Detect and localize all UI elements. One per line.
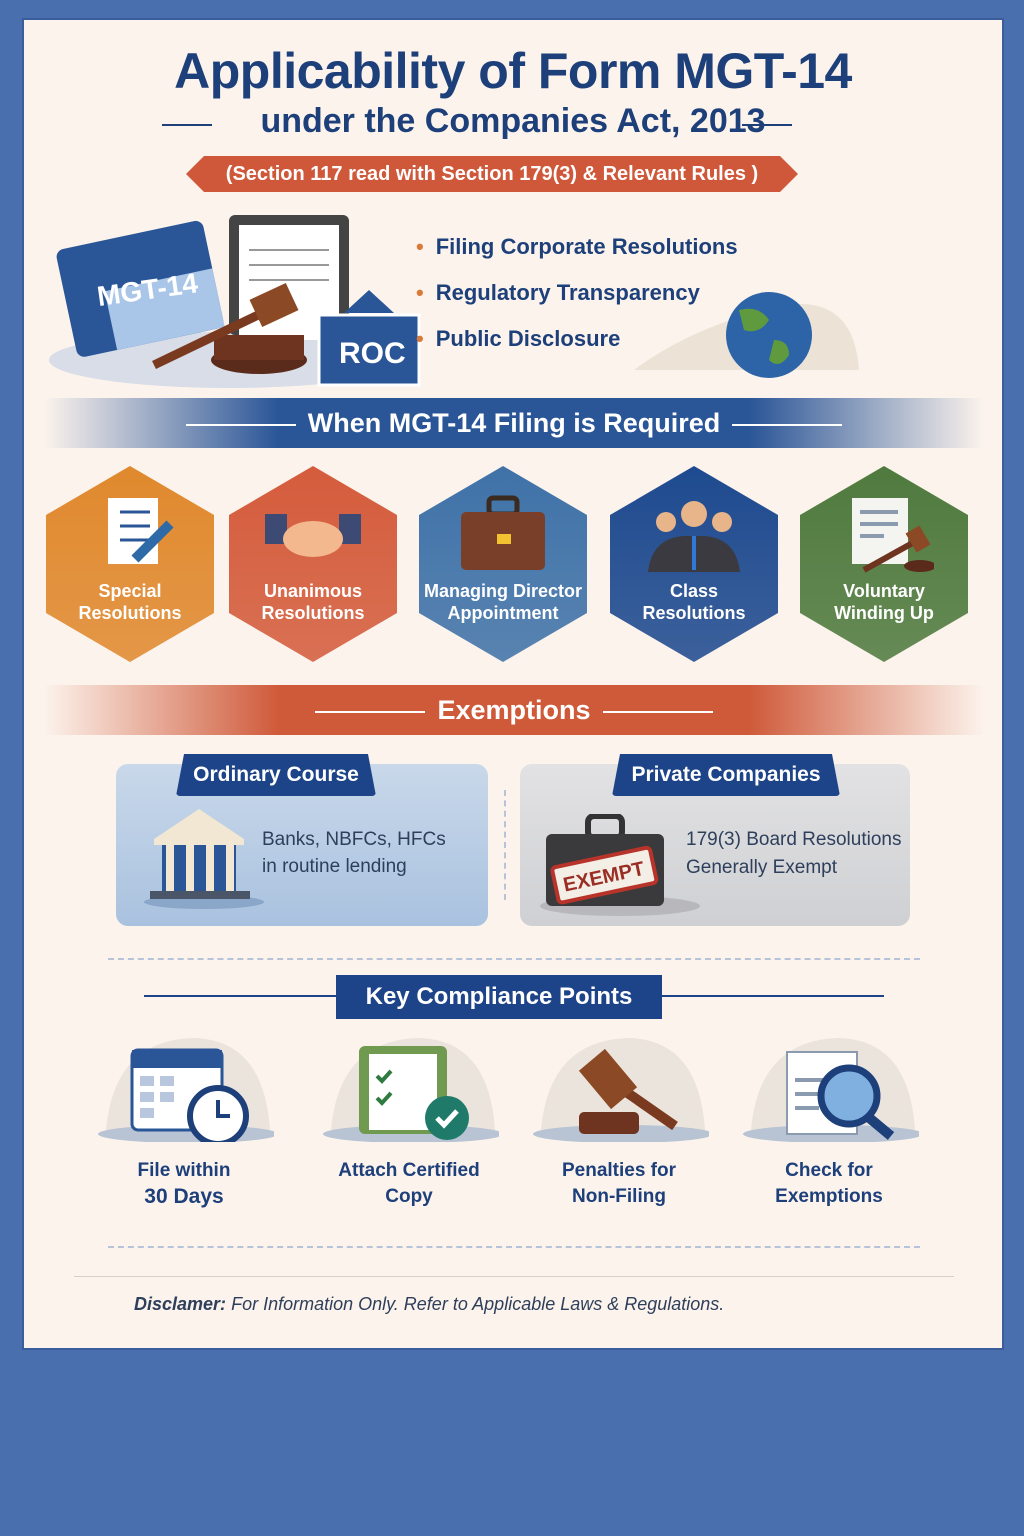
bullet-item: Public Disclosure	[416, 326, 621, 352]
disclaimer-text: For Information Only. Refer to Applicabl…	[231, 1294, 725, 1314]
gavel-icon	[533, 1038, 709, 1142]
compliance-label: File within	[137, 1160, 231, 1181]
exemption-text: 179(3) Board Resolutions	[686, 829, 902, 850]
requirement-label: Resolutions	[261, 603, 365, 623]
compliance-label: Copy	[385, 1186, 433, 1207]
mgt14-roc-illustration: MGT-14 ROC	[49, 215, 421, 388]
page-title: Applicability of Form MGT-14	[174, 43, 852, 99]
globe-icon	[634, 292, 859, 378]
bullet-item: Filing Corporate Resolutions	[416, 234, 738, 260]
requirement-label: Resolutions	[642, 603, 746, 623]
exemption-card-private: EXEMPT 179(3) Board Resolutions Generall…	[520, 764, 910, 926]
bullet-item: Regulatory Transparency	[416, 280, 700, 306]
calendar-clock-icon	[98, 1038, 274, 1142]
clipboard-check-icon	[323, 1038, 499, 1142]
divider	[108, 958, 920, 960]
requirement-label: Managing Director	[423, 581, 583, 601]
exemption-tab-private: Private Companies	[612, 754, 840, 796]
page-subtitle: under the Companies Act, 2013	[260, 102, 766, 140]
requirement-label: Appointment	[447, 603, 559, 623]
document-gavel-icon	[852, 498, 934, 573]
handshake-icon	[265, 514, 361, 557]
compliance-label: Check for	[785, 1160, 873, 1181]
divider	[162, 124, 212, 126]
briefcase-icon	[461, 495, 545, 570]
section-heading: Exemptions	[437, 695, 591, 725]
divider	[144, 995, 344, 997]
requirement-label: Winding Up	[834, 603, 934, 623]
section-band-required: When MGT-14 Filing is Required	[44, 398, 984, 448]
exemption-text: Banks, NBFCs, HFCs	[262, 829, 446, 850]
section-band-exemptions: Exemptions	[44, 685, 984, 735]
section-heading: Key Compliance Points	[336, 975, 662, 1019]
compliance-label: 30 Days	[144, 1185, 224, 1208]
bank-icon	[144, 809, 264, 909]
divider	[74, 1276, 954, 1277]
briefcase-exempt-icon: EXEMPT	[540, 814, 700, 916]
checklist-pen-icon	[108, 498, 174, 564]
compliance-label: Exemptions	[775, 1186, 883, 1207]
exemption-text: Generally Exempt	[686, 857, 838, 878]
requirement-label: Special	[98, 581, 162, 601]
magnifier-document-icon	[743, 1038, 919, 1142]
compliance-point: File within 30 Days	[84, 1158, 284, 1210]
roc-label: ROC	[339, 337, 406, 370]
section-ribbon: (Section 117 read with Section 179(3) & …	[186, 156, 798, 192]
compliance-label: Attach Certified	[338, 1160, 480, 1181]
requirement-label: Voluntary	[843, 581, 925, 601]
requirement-label: Resolutions	[78, 603, 182, 623]
divider	[504, 790, 506, 900]
exemption-text: in routine lending	[262, 856, 407, 877]
exemption-tab-ordinary: Ordinary Course	[176, 754, 376, 796]
divider	[108, 1246, 920, 1248]
compliance-label: Non-Filing	[572, 1186, 666, 1207]
disclaimer: Disclamer: For Information Only. Refer t…	[134, 1294, 724, 1315]
infographic-card: Applicability of Form MGT-14 under the C…	[22, 18, 1004, 1350]
requirement-label: Unanimous	[263, 581, 362, 601]
divider	[654, 995, 884, 997]
divider	[742, 124, 792, 126]
requirement-label: Class	[669, 581, 719, 601]
section-heading: When MGT-14 Filing is Required	[307, 408, 721, 438]
compliance-label: Penalties for	[561, 1160, 677, 1181]
disclaimer-label: Disclamer:	[134, 1294, 227, 1314]
people-icon	[648, 501, 740, 572]
